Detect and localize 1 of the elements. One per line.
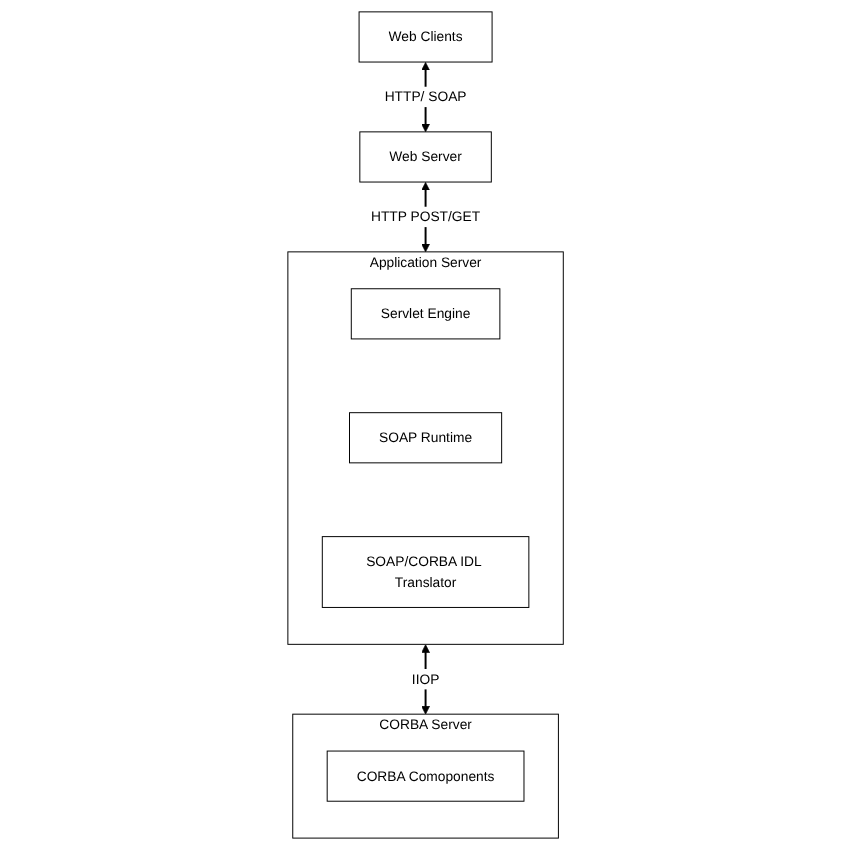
arrow: [420, 644, 430, 715]
